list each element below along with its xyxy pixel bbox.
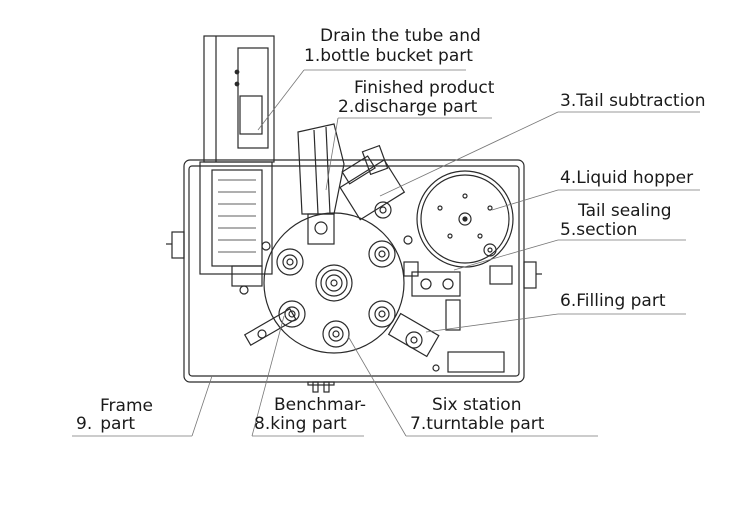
label-frame-text: part	[100, 414, 136, 434]
label-finished-product-text: discharge part	[354, 97, 478, 117]
label-tail-sealing-text: section	[576, 220, 638, 240]
label-drain-tube-text: bottle bucket part	[320, 46, 473, 66]
filling-part	[387, 312, 440, 358]
label-tail-sealing-line1: Tail sealing	[578, 201, 672, 221]
label-filling-part: 6.Filling part	[560, 292, 666, 311]
label-turntable-number: 7.	[410, 414, 427, 434]
label-filling-part-number: 6.	[560, 291, 577, 311]
label-finished-product-line2: 2.discharge part	[338, 98, 477, 117]
label-finished-product-number: 2.	[338, 97, 355, 117]
label-liquid-hopper: 4.Liquid hopper	[560, 169, 693, 188]
label-drain-tube-line2: 1.bottle bucket part	[304, 47, 473, 66]
label-finished-product-line1: Finished product	[354, 78, 495, 98]
label-turntable-line2: 7.turntable part	[410, 415, 544, 434]
benchmarking-arm	[243, 307, 297, 347]
label-liquid-hopper-text: Liquid hopper	[576, 168, 694, 188]
label-frame-line1: Frame	[100, 396, 153, 416]
tail-subtraction-assembly	[339, 155, 406, 221]
label-benchmarking-text: king part	[270, 414, 347, 434]
label-tail-subtraction-text: Tail subtraction	[576, 91, 706, 111]
bucket-tower	[203, 35, 275, 163]
label-tail-subtraction-number: 3.	[560, 91, 577, 111]
label-drain-tube-number: 1.	[304, 46, 321, 66]
frame-outer	[183, 159, 525, 383]
turntable	[263, 212, 405, 354]
label-benchmarking-line1: Benchmar-	[274, 395, 367, 415]
label-tail-sealing-number: 5.	[560, 220, 577, 240]
label-liquid-hopper-number: 4.	[560, 168, 577, 188]
tail-sealing-section	[411, 271, 461, 297]
label-tail-subtraction: 3.Tail subtraction	[560, 92, 705, 111]
label-turntable-text: turntable part	[426, 414, 545, 434]
label-benchmarking-number: 8.	[254, 414, 271, 434]
label-benchmarking-line2: 8.king part	[254, 415, 347, 434]
label-turntable-line1: Six station	[432, 395, 522, 415]
frame-inner	[188, 165, 520, 377]
label-filling-part-text: Filling part	[576, 291, 666, 311]
label-frame-number: 9.	[76, 414, 93, 434]
label-frame-line2: 9. part	[76, 415, 135, 434]
label-drain-tube-line1: Drain the tube and	[320, 26, 481, 46]
discharge-chute	[297, 123, 345, 215]
label-tail-sealing-line2: 5.section	[560, 221, 637, 240]
